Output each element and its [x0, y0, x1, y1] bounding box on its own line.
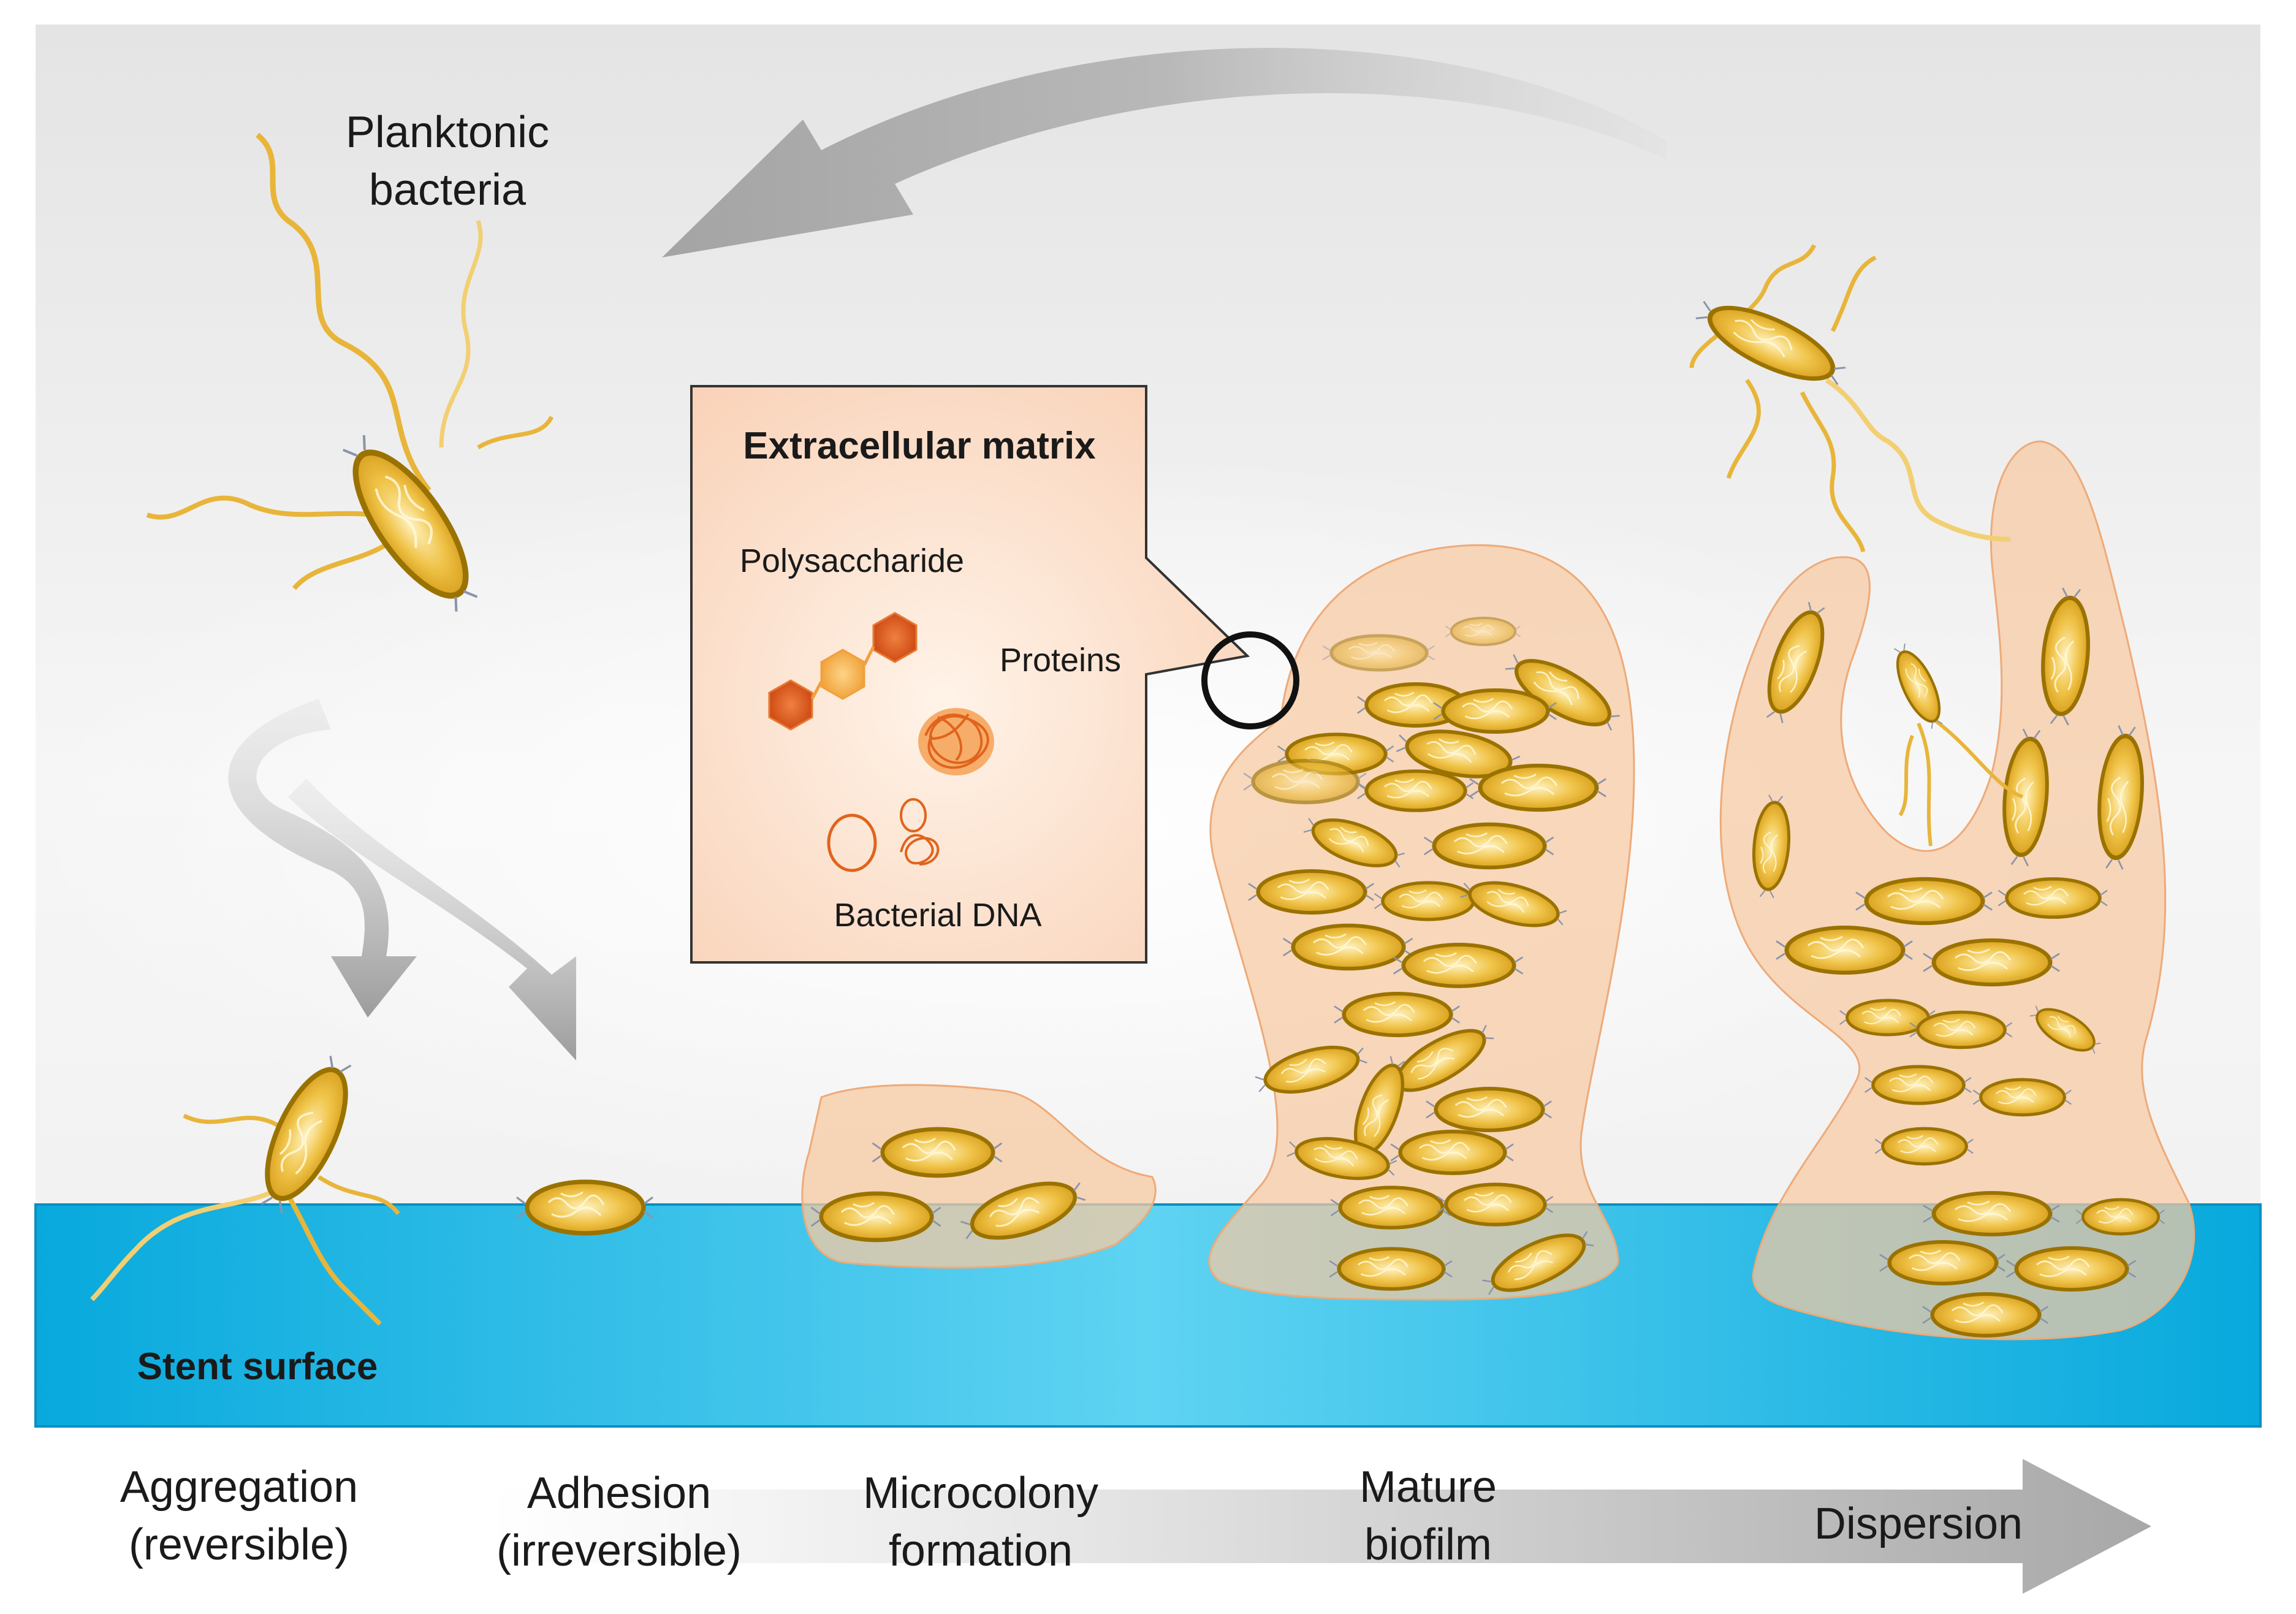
aggregating-bacterium: [90, 1049, 400, 1326]
dispersion-return-arrow: [662, 48, 1667, 257]
dispersing-biofilm: [1719, 440, 2195, 1341]
microcolony: [801, 1084, 1157, 1269]
stage-aggregation: Aggregation (reversible): [80, 1459, 398, 1574]
planktonic-bacterium: [146, 132, 554, 622]
planktonic-label: Planktonic bacteria: [319, 104, 576, 219]
matrix-title: Extracellular matrix: [743, 425, 1096, 467]
polysaccharide-label: Polysaccharide: [739, 542, 965, 579]
dna-strands: [827, 798, 940, 872]
extracellular-matrix-callout: [690, 385, 1250, 964]
stage-adhesion: Adhesion (irreversible): [466, 1465, 772, 1580]
polysaccharide-hexagons: [768, 612, 918, 731]
mature-biofilm: [1208, 544, 1635, 1305]
stage-microcolony-line2: formation: [888, 1526, 1073, 1575]
stage-aggregation-line1: Aggregation: [120, 1463, 359, 1512]
protein-blob: [918, 708, 994, 775]
stage-mature-line1: Mature: [1359, 1463, 1497, 1512]
proteins-label: Proteins: [999, 642, 1122, 679]
stage-adhesion-line2: (irreversible): [496, 1526, 742, 1575]
planktonic-label-line1: Planktonic: [345, 108, 550, 157]
stage-mature: Mature biofilm: [1287, 1459, 1569, 1574]
bacterial-dna-label: Bacterial DNA: [834, 897, 1042, 934]
adhesion-arrow-right: [288, 778, 576, 1060]
stage-mature-line2: biofilm: [1364, 1520, 1492, 1569]
zoom-circle: [1201, 631, 1299, 729]
stage-adhesion-line1: Adhesion: [526, 1469, 712, 1518]
stage-microcolony-line1: Microcolony: [862, 1469, 1099, 1518]
stage-dispersion: Dispersion: [1777, 1496, 2059, 1553]
stent-surface-label: Stent surface: [137, 1346, 378, 1388]
stage-progress-arrow: [490, 1459, 2151, 1594]
adhesion-arrow-left: [228, 699, 417, 1018]
stage-microcolony: Microcolony formation: [834, 1465, 1128, 1580]
stage-dispersion-line1: Dispersion: [1814, 1499, 2023, 1548]
planktonic-label-line2: bacteria: [368, 165, 526, 215]
dispersed-bacterium: [1690, 244, 2011, 552]
stage-aggregation-line2: (reversible): [128, 1520, 350, 1569]
